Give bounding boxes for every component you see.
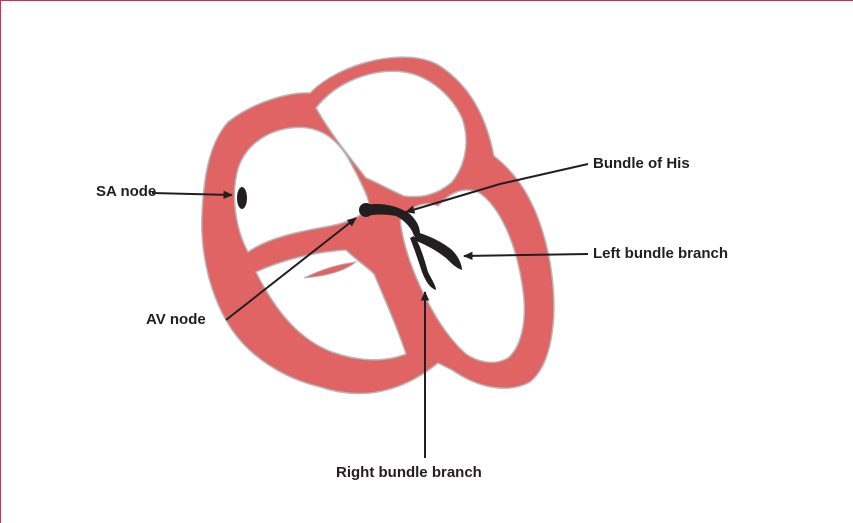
- right-bundle-branch-label: Right bundle branch: [336, 464, 482, 482]
- bundle-of-his-label: Bundle of His: [593, 155, 690, 173]
- left-bundle-branch-label: Left bundle branch: [593, 245, 728, 263]
- sa-node: [237, 187, 247, 209]
- av-node-label: AV node: [146, 311, 206, 329]
- sa-node-label: SA node: [96, 183, 156, 201]
